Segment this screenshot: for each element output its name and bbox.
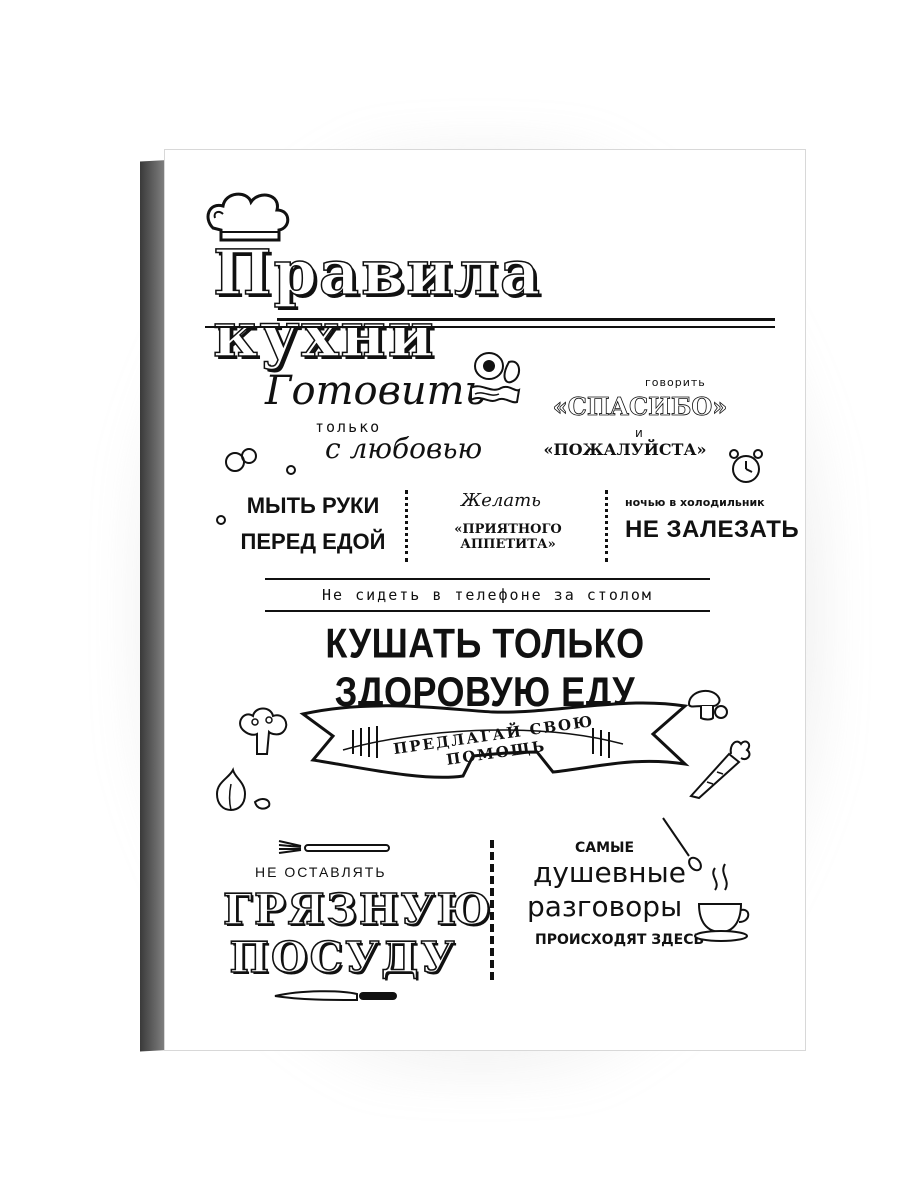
fridge-small-text: ночью в холодильник xyxy=(625,496,765,509)
dishes-small-text: НЕ ОСТАВЛЯТЬ xyxy=(255,864,387,880)
chef-hat-icon xyxy=(206,192,290,242)
talks-big-text-2: разговоры xyxy=(527,890,683,923)
wash-line-2: ПЕРЕД ЕДОЙ xyxy=(240,529,386,554)
thanks-small-text: говорить xyxy=(645,376,706,389)
wash-line-1: МЫТЬ РУКИ xyxy=(246,493,380,518)
divider-vertical-dashed xyxy=(490,840,494,980)
phone-rule-top xyxy=(265,578,710,580)
alarm-clock-icon xyxy=(729,449,763,483)
wash-hands-text: МЫТЬ РУКИ ПЕРЕД ЕДОЙ xyxy=(233,488,393,560)
wish-main-text: «ПРИЯТНОГО АППЕТИТА» xyxy=(454,522,562,552)
title-underline xyxy=(277,318,775,321)
coffee-cup-icon xyxy=(694,863,750,942)
phone-rule-text: Не сидеть в телефоне за столом xyxy=(322,586,653,604)
garlic-icon xyxy=(215,767,271,812)
talks-small-text-1: САМЫЕ xyxy=(575,840,635,856)
title-underline-long xyxy=(205,326,775,328)
fork-icon xyxy=(278,840,390,854)
knife-icon xyxy=(274,990,397,1002)
carrot-icon xyxy=(689,740,751,800)
broccoli-icon xyxy=(239,707,288,755)
canvas-side-edge xyxy=(140,160,168,1052)
divider-dots-1 xyxy=(405,490,408,562)
talks-small-text-2: ПРОИСХОДЯТ ЗДЕСЬ xyxy=(535,932,705,948)
poster-title: Правила кухни xyxy=(212,236,543,371)
divider-dots-2 xyxy=(605,490,608,562)
thanks-big-text: «СПАСИБО» xyxy=(552,392,728,422)
dishes-line-1: ГРЯЗНУЮ xyxy=(222,885,493,935)
egg-bacon-icon xyxy=(470,352,521,404)
thanks-and-text: и xyxy=(635,426,643,440)
talks-big-text-1: душевные xyxy=(533,856,686,889)
phone-rule-bottom xyxy=(265,610,710,612)
help-banner xyxy=(299,701,690,779)
dishes-line-2: ПОСУДУ xyxy=(229,933,457,983)
bubbles-icon xyxy=(216,448,296,525)
cook-sub-text-2: с любовью xyxy=(325,432,483,465)
cook-sub-text-1: только xyxy=(315,418,382,436)
mushroom-icon xyxy=(687,689,728,721)
spoon-icon xyxy=(662,817,702,872)
poster-canvas: Правила кухни Готовить только с любовью … xyxy=(165,150,805,1050)
wish-script-text: Желать xyxy=(461,490,541,511)
fridge-big-text: НЕ ЗАЛЕЗАТЬ xyxy=(625,516,800,543)
please-big-text: «ПОЖАЛУЙСТА» xyxy=(543,440,707,459)
dishes-big-text: ГРЯЗНУЮ ПОСУДУ xyxy=(222,885,493,983)
cook-main-text: Готовить xyxy=(265,368,487,414)
